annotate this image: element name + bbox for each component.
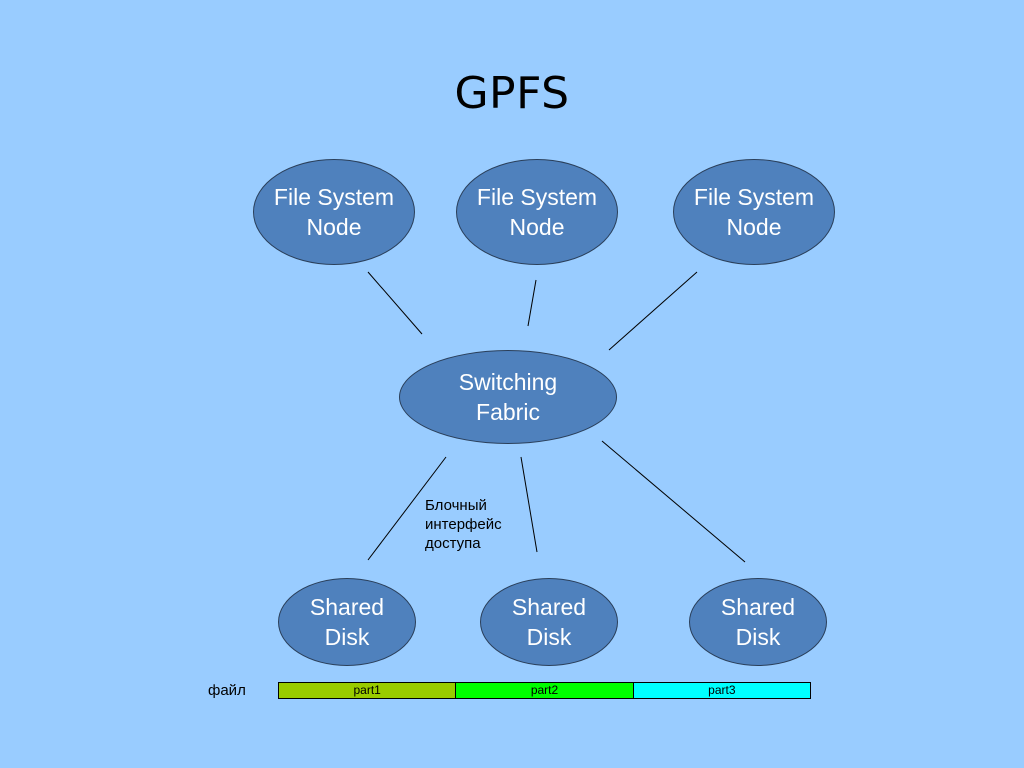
shared-disk-1: Shared Disk bbox=[278, 578, 416, 666]
file-system-node-1: File System Node bbox=[253, 159, 415, 265]
file-parts-bar: part1 part2 part3 bbox=[278, 682, 811, 699]
file-system-node-2: File System Node bbox=[456, 159, 618, 265]
link-fabric-disk1 bbox=[367, 456, 447, 561]
shared-disk-2: Shared Disk bbox=[480, 578, 618, 666]
link-fabric-disk2 bbox=[520, 456, 538, 553]
shared-disk-3: Shared Disk bbox=[689, 578, 827, 666]
link-node3-fabric bbox=[608, 271, 698, 351]
file-label: файл bbox=[208, 682, 246, 699]
link-node2-fabric bbox=[527, 279, 537, 327]
slide-title: GPFS bbox=[454, 68, 570, 119]
file-part-2: part2 bbox=[456, 683, 634, 698]
switching-fabric: Switching Fabric bbox=[399, 350, 617, 444]
block-interface-note: Блочный интерфейс доступа bbox=[425, 497, 502, 552]
file-system-node-3: File System Node bbox=[673, 159, 835, 265]
link-fabric-disk3 bbox=[601, 440, 746, 563]
file-part-1: part1 bbox=[279, 683, 457, 698]
file-part-3: part3 bbox=[633, 683, 810, 698]
link-node1-fabric bbox=[367, 271, 423, 335]
